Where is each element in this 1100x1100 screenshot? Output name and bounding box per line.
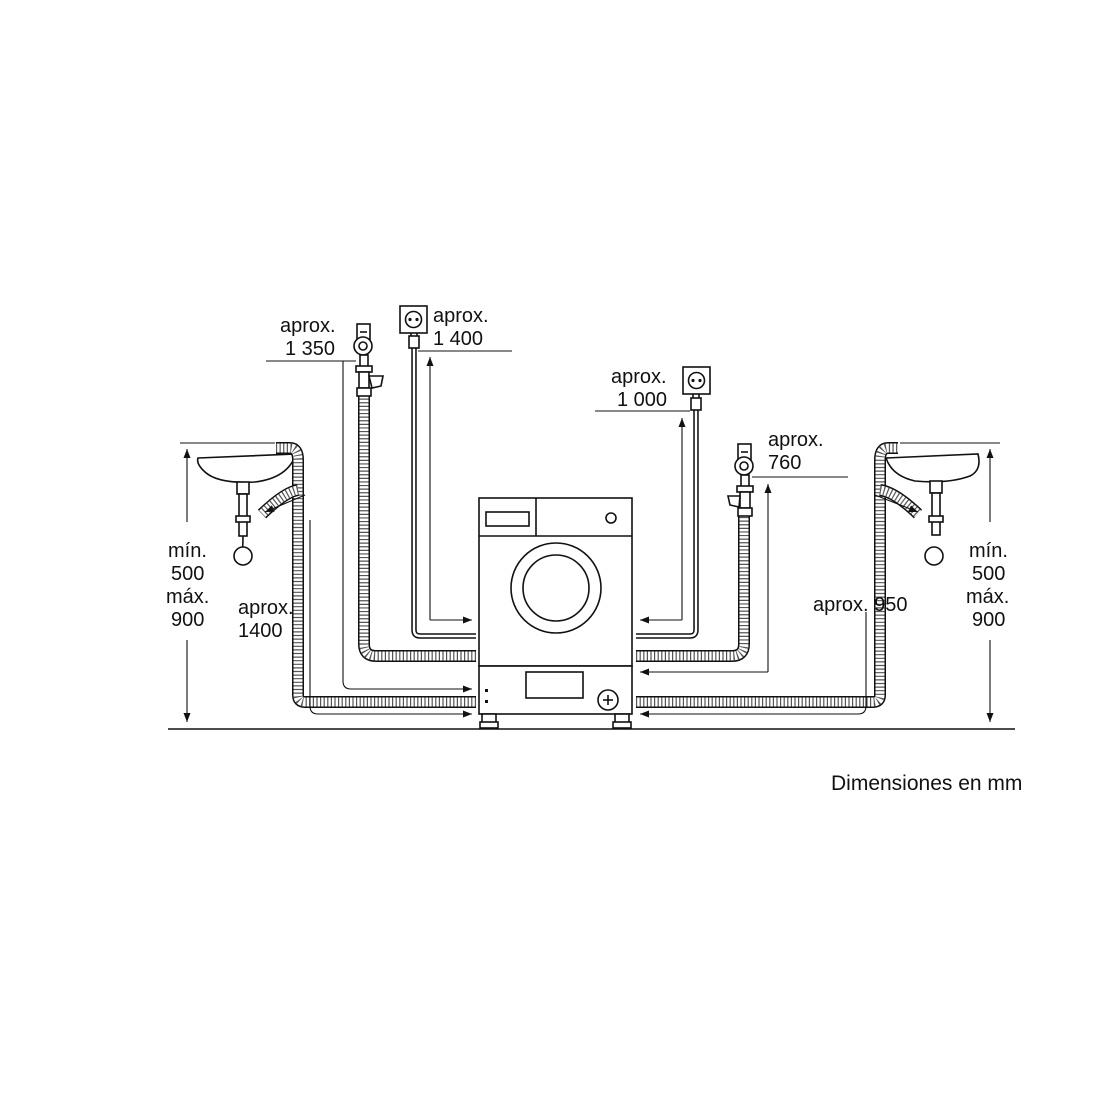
svg-text:mín.: mín. <box>969 540 1008 562</box>
sink-left <box>180 442 298 566</box>
svg-text:aprox.: aprox. <box>768 429 824 451</box>
dimension-hose-left <box>266 360 472 693</box>
svg-text:máx.: máx. <box>966 586 1009 608</box>
svg-text:1 400: 1 400 <box>433 328 483 350</box>
dimension-cable-left <box>418 350 512 624</box>
water-tap-left <box>353 323 384 397</box>
svg-text:900: 900 <box>972 609 1005 631</box>
svg-text:aprox.: aprox. <box>280 315 336 337</box>
service-flap <box>525 671 584 699</box>
svg-text:aprox.: aprox. <box>238 597 294 619</box>
svg-text:aprox.: aprox. <box>611 366 667 388</box>
socket-right <box>682 366 711 395</box>
program-knob <box>605 512 617 524</box>
svg-text:máx.: máx. <box>166 586 209 608</box>
inlet-hose-left <box>358 395 476 662</box>
display-panel <box>485 511 530 527</box>
inlet-hose-right <box>636 515 750 662</box>
water-tap-right <box>727 443 754 517</box>
svg-text:1 350: 1 350 <box>285 338 335 360</box>
dimension-hose-right <box>640 476 848 676</box>
drain-hose-left <box>257 442 476 708</box>
dimension-drain-left <box>264 494 472 718</box>
label-hose-right: aprox. 760 <box>768 429 824 474</box>
svg-text:500: 500 <box>972 563 1005 585</box>
label-height-right: mín. 500 máx. 900 <box>966 540 1009 631</box>
label-cable-left: aprox. 1 400 <box>433 305 489 350</box>
dimension-drain-right <box>640 494 919 718</box>
svg-text:900: 900 <box>171 609 204 631</box>
svg-text:1400: 1400 <box>238 620 283 642</box>
svg-text:1 000: 1 000 <box>617 389 667 411</box>
sink-right <box>884 442 1000 566</box>
label-cable-right: aprox. 1 000 <box>611 366 667 411</box>
svg-text:aprox.: aprox. <box>433 305 489 327</box>
svg-text:500: 500 <box>171 563 204 585</box>
drain-hose-right <box>636 442 923 708</box>
svg-text:mín.: mín. <box>168 540 207 562</box>
power-cable-right <box>636 392 702 639</box>
label-height-left: mín. 500 máx. 900 <box>166 540 209 631</box>
label-drain-left: aprox. 1400 <box>238 597 294 642</box>
label-hose-left: aprox. 1 350 <box>280 315 336 360</box>
door-glass <box>522 554 590 622</box>
svg-text:760: 760 <box>768 452 801 474</box>
power-cable-left <box>408 330 476 639</box>
units-caption: Dimensiones en mm <box>831 772 1022 795</box>
label-drain-right: aprox. 950 <box>813 594 908 616</box>
washing-machine <box>478 497 633 729</box>
dimension-cable-right <box>595 410 690 624</box>
socket-left <box>399 305 428 334</box>
